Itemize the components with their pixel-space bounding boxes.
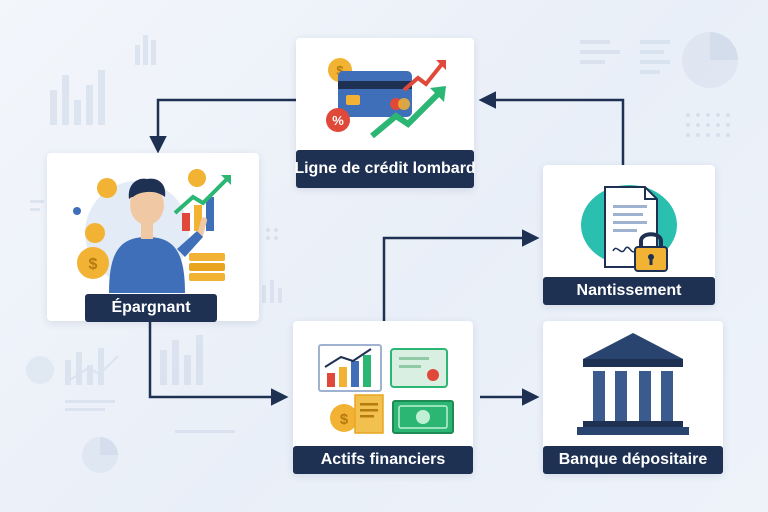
arrow-saver-to-assets	[148, 322, 289, 406]
node-custodian-bank: Banque dépositaire	[543, 321, 723, 474]
node-saver: $ Épargnant	[47, 153, 259, 322]
node-label: Épargnant	[85, 294, 217, 322]
document-icon	[581, 185, 677, 268]
padlock-icon	[634, 232, 668, 272]
certificate-icon	[390, 348, 448, 388]
credit-card-icon: $ %	[326, 58, 446, 139]
document-icon	[354, 394, 384, 434]
arrow-lombard-to-saver	[149, 98, 296, 154]
svg-text:$: $	[340, 411, 349, 428]
svg-text:%: %	[332, 113, 344, 128]
node-label: Actifs financiers	[293, 446, 473, 474]
coin-icon: $	[330, 404, 358, 432]
bank-building-icon	[577, 333, 689, 435]
arrow-pledge-to-lombard	[478, 91, 625, 165]
node-label: Ligne de crédit lombard	[294, 150, 476, 188]
person-icon: $	[73, 169, 231, 293]
node-pledge: Nantissement	[543, 165, 715, 305]
banknote-icon	[392, 400, 454, 434]
node-lombard-credit-line: $ % Ligne de crédit lombard	[294, 38, 476, 188]
node-financial-assets: $ Actifs financiers	[293, 321, 473, 474]
node-label: Banque dépositaire	[543, 446, 723, 474]
bar-chart-icon	[318, 344, 382, 392]
svg-text:$: $	[89, 256, 98, 273]
arrow-assets-to-pledge	[382, 229, 540, 322]
node-label: Nantissement	[543, 277, 715, 305]
svg-text:$: $	[336, 63, 344, 78]
